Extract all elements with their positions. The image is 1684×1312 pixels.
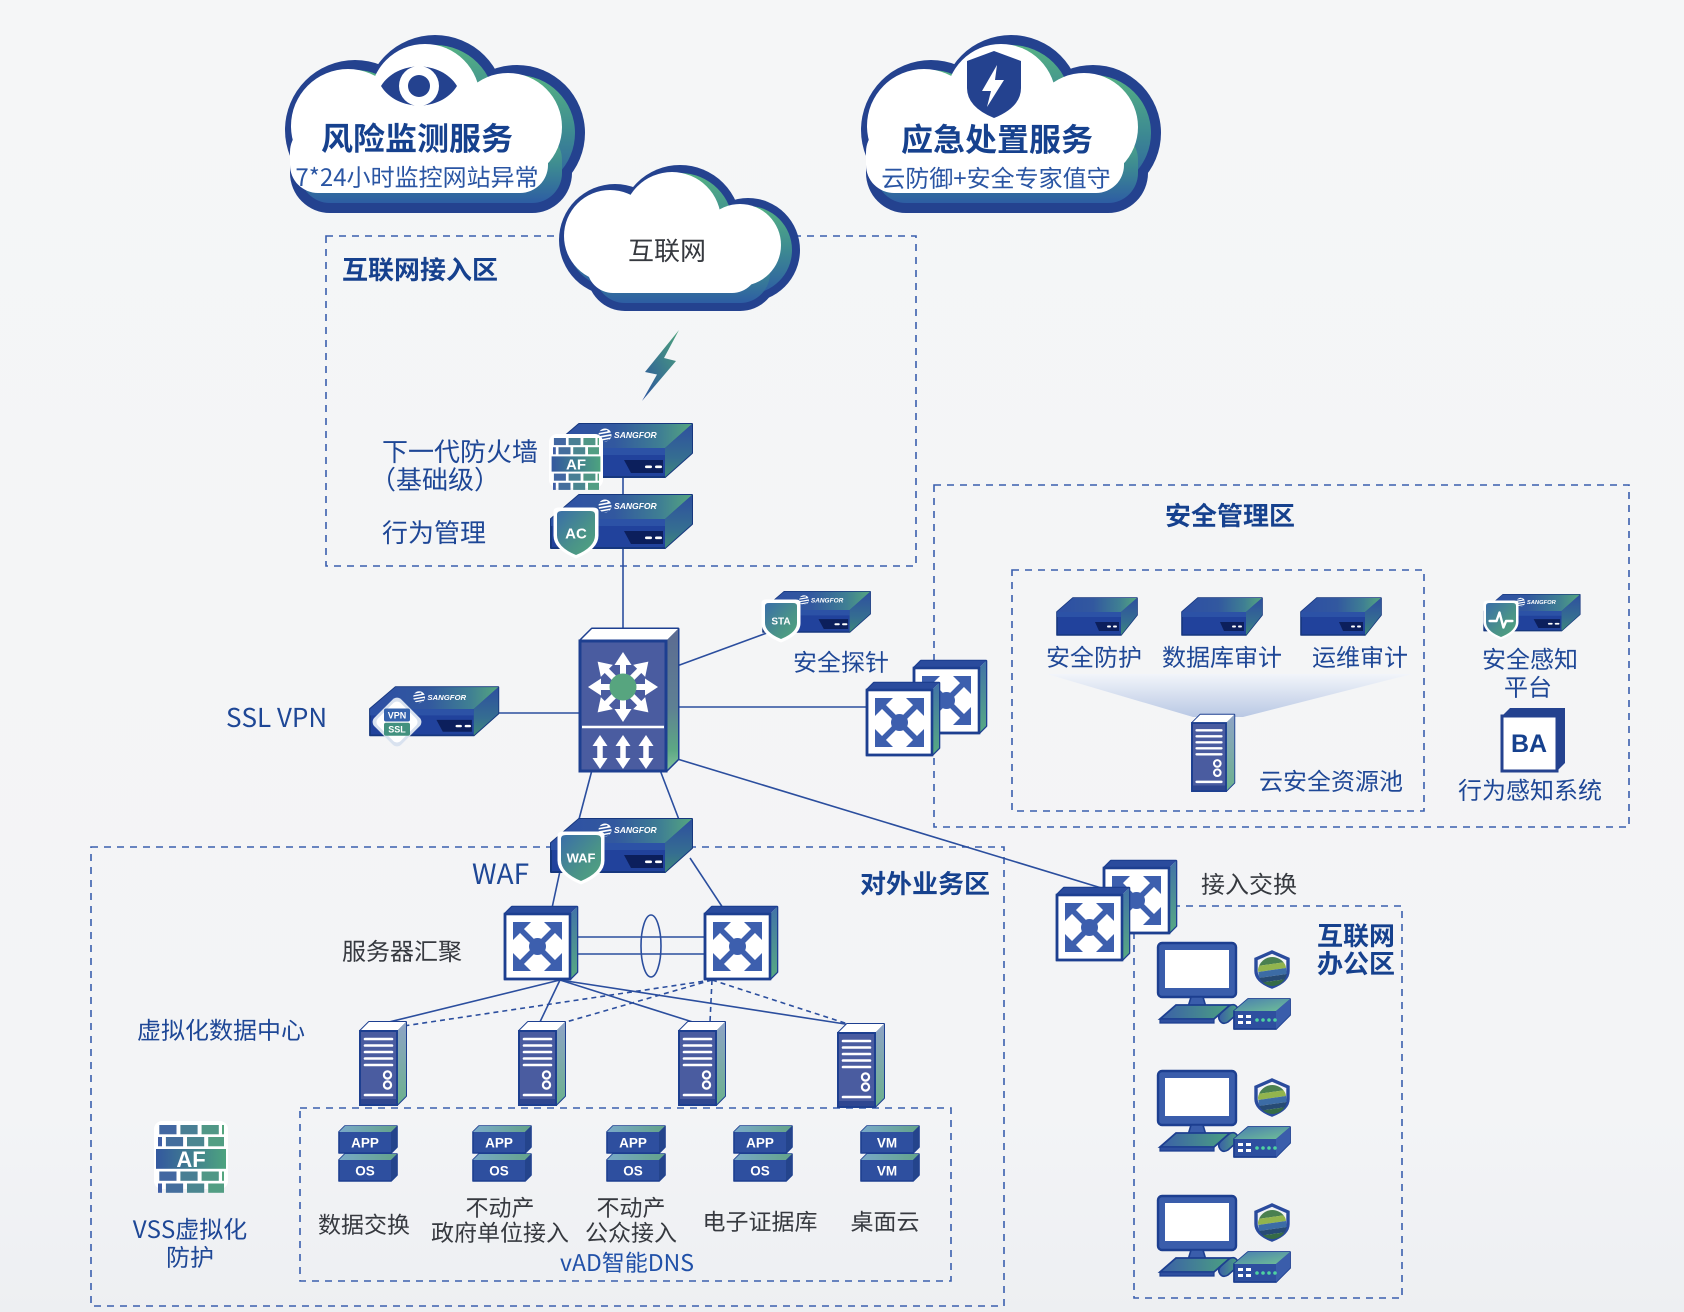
svg-text:APP: APP	[746, 1136, 774, 1151]
svg-text:SSL: SSL	[388, 725, 406, 735]
svg-text:SANGFOR: SANGFOR	[1527, 600, 1557, 606]
svg-text:AF: AF	[566, 456, 586, 473]
svg-text:APP: APP	[485, 1136, 513, 1151]
svg-text:SANGFOR: SANGFOR	[614, 501, 658, 511]
svg-text:VM: VM	[877, 1136, 897, 1151]
svg-text:APP: APP	[619, 1136, 647, 1151]
svg-text:SANGFOR: SANGFOR	[614, 430, 658, 440]
svg-text:OS: OS	[355, 1164, 375, 1179]
svg-text:AC: AC	[565, 525, 587, 542]
svg-text:VPN: VPN	[388, 711, 407, 721]
svg-text:SANGFOR: SANGFOR	[811, 597, 844, 604]
svg-text:AF: AF	[176, 1147, 205, 1172]
svg-text:APP: APP	[351, 1136, 379, 1151]
svg-text:SANGFOR: SANGFOR	[427, 693, 466, 702]
svg-text:BA: BA	[1511, 730, 1547, 758]
svg-text:VM: VM	[877, 1164, 897, 1179]
svg-text:OS: OS	[489, 1164, 509, 1179]
svg-text:OS: OS	[623, 1164, 643, 1179]
svg-text:SANGFOR: SANGFOR	[614, 825, 658, 835]
svg-text:WAF: WAF	[567, 851, 596, 866]
svg-text:OS: OS	[750, 1164, 770, 1179]
svg-text:STA: STA	[771, 617, 790, 628]
